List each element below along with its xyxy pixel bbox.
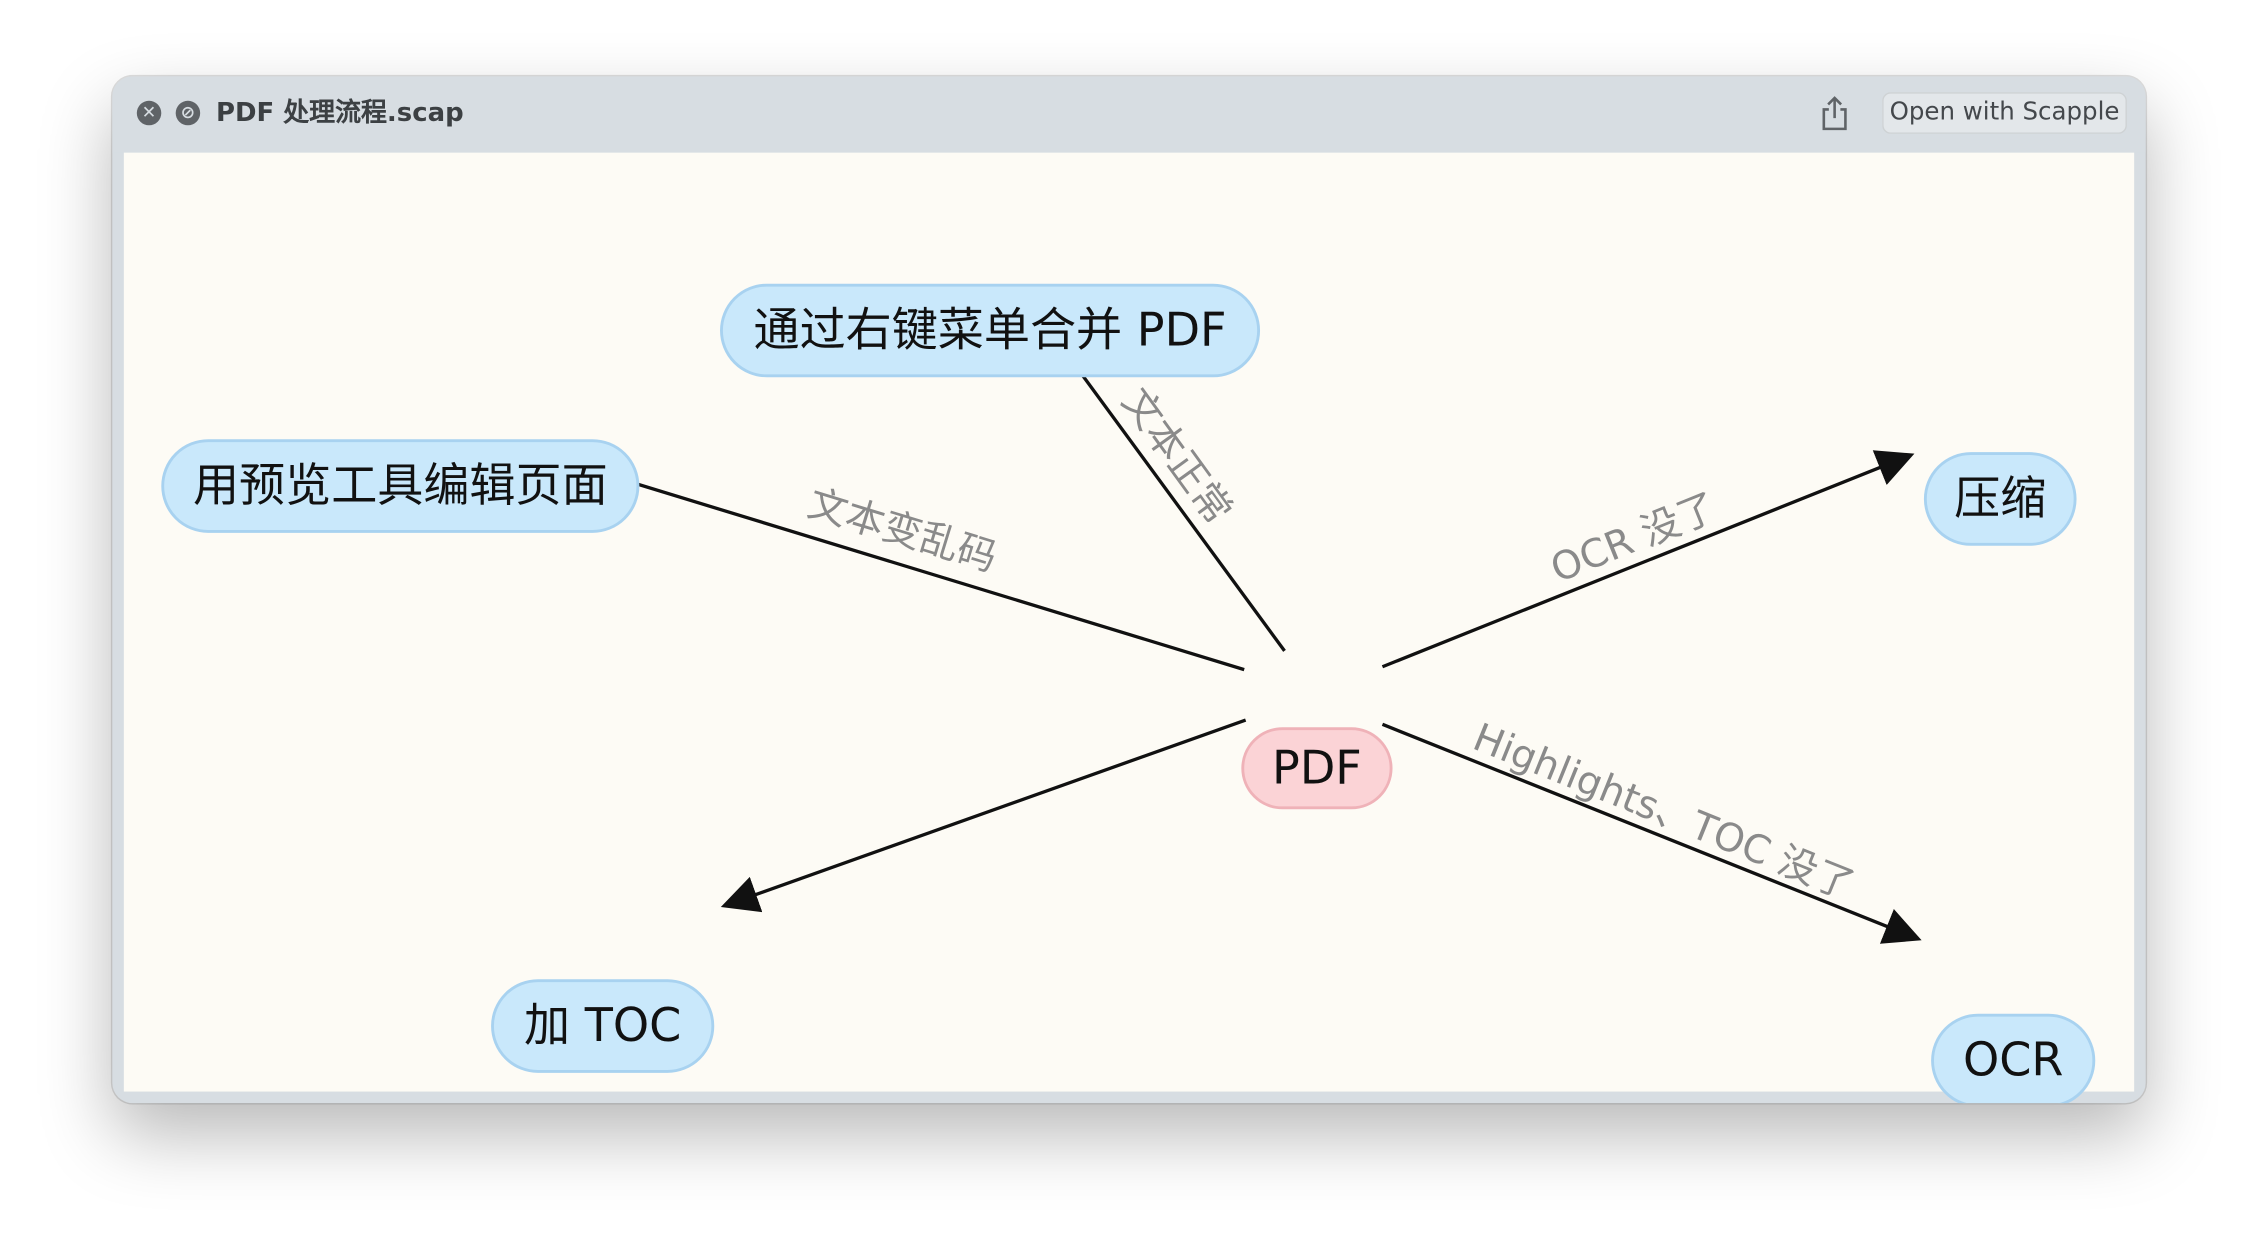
node-pdf-center[interactable]: PDF bbox=[1241, 727, 1393, 810]
minimize-icon[interactable]: ⊘ bbox=[175, 100, 201, 126]
open-with-scapple-button[interactable]: Open with Scapple bbox=[1882, 92, 2127, 134]
connections-layer: 文本正常 文本变乱码 OCR 没了 Highlights、TOC 没了 bbox=[581, 308, 1922, 944]
edge-toc bbox=[720, 718, 1247, 913]
share-icon[interactable] bbox=[1819, 95, 1851, 132]
node-ocr[interactable]: OCR bbox=[1931, 1013, 2096, 1104]
edge-ocr bbox=[1381, 722, 1922, 944]
node-preview-edit[interactable]: 用预览工具编辑页面 bbox=[161, 439, 640, 533]
title-bar: ✕ ⊘ PDF 处理流程.scap Open with Scapple bbox=[112, 76, 2146, 153]
mind-map-canvas: 文本正常 文本变乱码 OCR 没了 Highlights、TOC 没了 通过右键… bbox=[123, 152, 2135, 1104]
node-compress[interactable]: 压缩 bbox=[1923, 452, 2077, 546]
close-icon[interactable]: ✕ bbox=[136, 100, 162, 126]
edge-preview bbox=[581, 459, 1245, 672]
edge-compress bbox=[1381, 450, 1915, 669]
window-title: PDF 处理流程.scap bbox=[216, 97, 464, 129]
node-merge-pdf[interactable]: 通过右键菜单合并 PDF bbox=[720, 283, 1261, 378]
quicklook-window: ✕ ⊘ PDF 处理流程.scap Open with Scapple bbox=[112, 76, 2146, 1104]
edge-label-compress: OCR 没了 bbox=[1545, 485, 1724, 592]
edge-label-merge: 文本正常 bbox=[1113, 380, 1241, 532]
node-add-toc[interactable]: 加 TOC bbox=[491, 979, 715, 1073]
edge-label-ocr: Highlights、TOC 没了 bbox=[1467, 715, 1861, 909]
